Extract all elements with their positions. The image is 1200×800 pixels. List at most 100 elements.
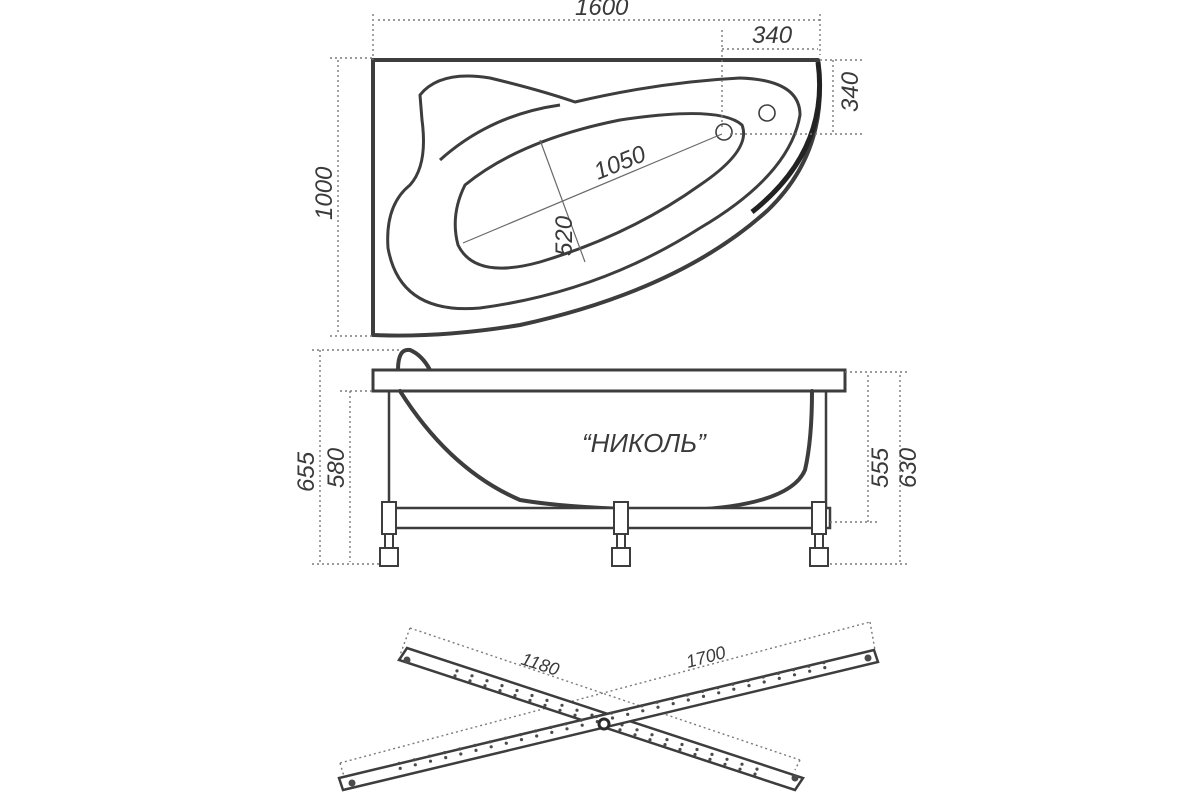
bar-hole xyxy=(498,689,502,693)
bar-hole xyxy=(655,700,659,704)
dim-line-1050 xyxy=(462,133,723,244)
bar-end-hole xyxy=(348,779,356,787)
bar-hole xyxy=(483,684,487,688)
bar-end-hole xyxy=(864,654,872,662)
bar-hole xyxy=(708,757,712,762)
armrest-ridge xyxy=(438,103,561,162)
dim-line-1700 xyxy=(339,621,871,764)
frame-bar xyxy=(383,506,832,530)
bar-hole xyxy=(671,702,675,706)
bar-hole xyxy=(755,767,759,771)
bar-hole xyxy=(762,680,766,684)
bar-hole xyxy=(412,758,416,762)
bar-hole xyxy=(489,745,493,749)
bar-hole xyxy=(761,675,765,679)
bar-hole xyxy=(513,693,517,698)
bar-hole xyxy=(738,767,742,771)
bar-hole xyxy=(618,728,622,732)
dim-label-1180: 1180 xyxy=(519,649,562,680)
dim-line-520 xyxy=(539,139,586,263)
foot-right xyxy=(809,501,829,567)
dim-label-520: 520 xyxy=(551,215,578,256)
bar-hole xyxy=(550,730,554,735)
bar-hole xyxy=(776,671,780,676)
bar-hole xyxy=(580,723,584,727)
bar-hole xyxy=(473,743,477,748)
bar-hole xyxy=(731,682,735,686)
bar-hole xyxy=(530,693,534,698)
dim-label-340-top: 340 xyxy=(752,22,793,49)
bar-hole xyxy=(740,762,744,766)
frame-view: 1180 1700 xyxy=(337,621,880,792)
overflow-hole xyxy=(758,104,776,122)
bar-hole xyxy=(468,679,472,683)
bar-end-hole xyxy=(403,656,411,664)
bar-hole xyxy=(808,669,812,673)
bar-hole xyxy=(428,759,433,763)
bar-hole xyxy=(398,766,402,771)
ext-line-1180-b xyxy=(794,759,801,771)
bar-hole xyxy=(685,693,689,697)
bar-hole xyxy=(807,664,811,668)
tub-rim xyxy=(371,368,847,393)
bar-holes-short xyxy=(453,669,759,776)
bar-hole xyxy=(641,709,645,713)
model-name: “НИКОЛЬ” xyxy=(582,428,707,458)
bar-hole xyxy=(579,718,583,722)
dim-label-1700: 1700 xyxy=(684,642,728,672)
bar-hole xyxy=(504,741,508,745)
bar-hole xyxy=(823,666,827,670)
bar-hole xyxy=(427,754,432,758)
bar-hole xyxy=(650,733,654,737)
dim-label-1050: 1050 xyxy=(590,140,650,185)
bar-hole xyxy=(488,740,492,744)
bar-hole xyxy=(485,679,489,683)
bar-hole xyxy=(656,705,660,709)
ext-line-1700-b xyxy=(869,621,876,651)
bar-hole xyxy=(458,747,462,751)
headrest xyxy=(396,347,432,372)
side-view: “НИКОЛЬ” 655 580 xyxy=(293,347,922,567)
bar-hole xyxy=(700,689,705,694)
dim-line-1180 xyxy=(409,627,801,761)
dim-label-1600: 1600 xyxy=(575,0,629,21)
bar-hole xyxy=(635,728,639,732)
bar-hole xyxy=(625,707,629,712)
bar-end-hole xyxy=(791,774,799,782)
bar-hole xyxy=(560,703,564,707)
bar-hole xyxy=(665,738,669,742)
bowl-outer-contour xyxy=(386,74,802,311)
dim-label-630: 630 xyxy=(895,447,922,488)
bar-hole xyxy=(453,674,457,678)
dim-label-555: 555 xyxy=(867,447,894,488)
bar-hole xyxy=(725,757,729,761)
bar-hole xyxy=(791,668,796,672)
bar-hole xyxy=(609,711,614,715)
bar-hole xyxy=(519,738,524,742)
bar-hole xyxy=(500,684,504,688)
bar-hole xyxy=(822,661,826,665)
dim-label-1000: 1000 xyxy=(311,166,338,220)
top-view: 1050 520 1600 340 340 1000 xyxy=(311,0,864,338)
bar-hole xyxy=(575,708,579,712)
bar-hole xyxy=(626,712,630,717)
bar-hole xyxy=(732,687,736,691)
bar-hole xyxy=(663,743,667,747)
bar-hole xyxy=(701,694,706,699)
bar-hole xyxy=(710,752,714,757)
bowl-inner-contour xyxy=(453,112,746,270)
bar-hole xyxy=(455,669,459,673)
foot-left xyxy=(379,501,399,567)
dim-label-655: 655 xyxy=(293,451,320,492)
bar-hole xyxy=(545,698,549,703)
bar-hole xyxy=(515,688,519,693)
bar-hole xyxy=(610,716,615,720)
bar-hole xyxy=(443,751,447,755)
bar-hole xyxy=(747,684,751,688)
bar-hole xyxy=(686,698,690,702)
dim-label-580: 580 xyxy=(323,447,350,488)
bar-hole xyxy=(474,748,478,753)
bar-hole xyxy=(565,727,569,731)
bar-hole xyxy=(792,673,797,677)
bar-hole xyxy=(670,697,674,701)
